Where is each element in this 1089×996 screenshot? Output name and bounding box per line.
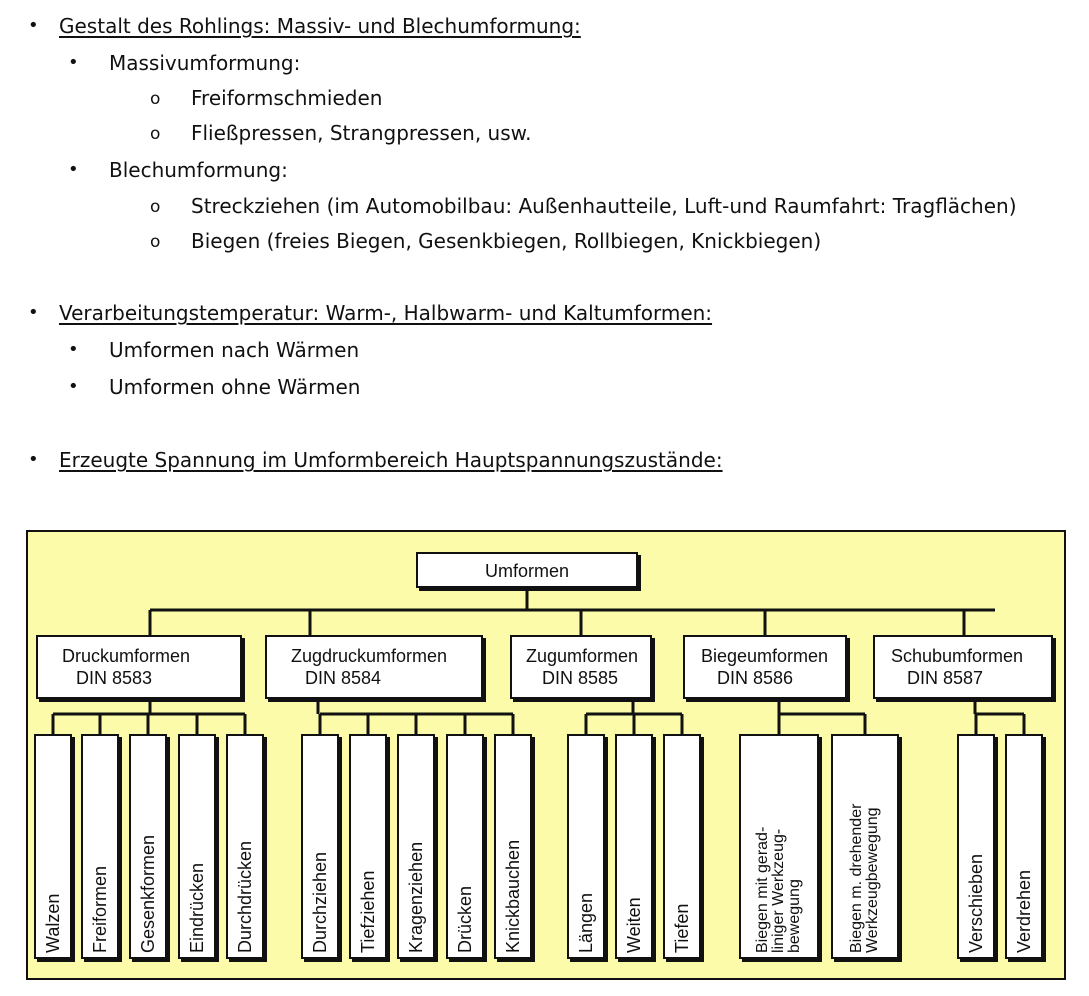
leaf-label: Eindrücken bbox=[187, 862, 207, 953]
group-din: DIN 8583 bbox=[76, 668, 153, 688]
leaf-box: Durchziehen bbox=[301, 734, 339, 959]
leaf-label: Biegen m. drehender Werkzeugbewegung bbox=[848, 803, 881, 953]
section-heading: Gestalt des Rohlings: Massiv- und Blechu… bbox=[59, 14, 581, 38]
leaf-box: Tiefen bbox=[663, 734, 701, 959]
leaf-label: Biegen mit gerad- liniger Werkzeug- bewe… bbox=[754, 826, 803, 953]
group-din: DIN 8587 bbox=[907, 668, 984, 688]
leaf-box: Eindrücken bbox=[178, 734, 216, 959]
bullet-dot: • bbox=[28, 302, 39, 323]
group-name: Schubumformen bbox=[891, 646, 1024, 666]
leaf-box: Verdrehen bbox=[1005, 734, 1043, 959]
bullet-circle: o bbox=[150, 89, 161, 109]
leaf-label: Drücken bbox=[455, 885, 475, 953]
bullet-dot: • bbox=[68, 52, 79, 73]
leaf-label: Weiten bbox=[624, 897, 644, 953]
leaf-label: Längen bbox=[576, 892, 596, 953]
list-item: Umformen ohne Wärmen bbox=[109, 375, 361, 399]
bullet-dot: • bbox=[28, 15, 39, 36]
leaf-label: Kragenziehen bbox=[406, 841, 426, 953]
leaf-box: Walzen bbox=[34, 734, 72, 959]
group-din: DIN 8584 bbox=[305, 668, 382, 688]
bullet-dot: • bbox=[68, 376, 79, 397]
root-label: Umformen bbox=[484, 561, 569, 581]
group-din: DIN 8586 bbox=[717, 668, 794, 688]
section-heading: Erzeugte Spannung im Umformbereich Haupt… bbox=[59, 448, 723, 472]
leaf-label: Durchdrücken bbox=[235, 840, 255, 953]
section-heading: Verarbeitungstemperatur: Warm-, Halbwarm… bbox=[59, 301, 713, 325]
bullet-dot: • bbox=[68, 159, 79, 180]
leaf-label: Freiformen bbox=[90, 865, 110, 953]
leaf-label: Verdrehen bbox=[1014, 869, 1034, 953]
leaf-box: Durchdrücken bbox=[226, 734, 264, 959]
list-item: Umformen nach Wärmen bbox=[109, 338, 360, 362]
group-name: Biegeumformen bbox=[701, 646, 829, 666]
leaf-box: Drücken bbox=[446, 734, 484, 959]
leaf-box: Gesenkformen bbox=[129, 734, 167, 959]
leaf-label: Tiefen bbox=[672, 903, 692, 953]
list-item: Massivumformung: bbox=[109, 51, 301, 75]
group-name: Zugdruckumformen bbox=[291, 646, 448, 666]
bullet-circle: o bbox=[150, 124, 161, 144]
bullet-dot: • bbox=[28, 449, 39, 470]
leaf-box: Verschieben bbox=[957, 734, 995, 959]
leaf-box: Biegen m. drehender Werkzeugbewegung bbox=[831, 734, 899, 959]
leaf-box: Weiten bbox=[615, 734, 653, 959]
leaf-label: Durchziehen bbox=[310, 851, 330, 953]
list-subitem: Fließpressen, Strangpressen, usw. bbox=[191, 121, 532, 145]
leaf-label: Gesenkformen bbox=[138, 834, 158, 953]
leaf-box: Längen bbox=[567, 734, 605, 959]
leaf-label: Walzen bbox=[43, 893, 63, 953]
root-box: Umformen bbox=[416, 552, 638, 588]
bullet-circle: o bbox=[150, 232, 161, 252]
bullet-dot: • bbox=[68, 339, 79, 360]
list-item: Blechumformung: bbox=[109, 158, 288, 182]
leaf-box: Biegen mit gerad- liniger Werkzeug- bewe… bbox=[739, 734, 819, 959]
list-subitem: Biegen (freies Biegen, Gesenkbiegen, Rol… bbox=[191, 229, 822, 253]
connector-lines bbox=[51, 588, 1026, 734]
group-din: DIN 8585 bbox=[542, 668, 619, 688]
leaf-box: Knickbauchen bbox=[494, 734, 532, 959]
leaf-box: Freiformen bbox=[81, 734, 119, 959]
leaf-label: Verschieben bbox=[966, 853, 986, 953]
leaf-box: Kragenziehen bbox=[397, 734, 435, 959]
bullet-circle: o bbox=[150, 197, 161, 217]
leaf-label: Tiefziehen bbox=[358, 870, 378, 953]
group-name: Zugumformen bbox=[526, 646, 639, 666]
leaf-label: Knickbauchen bbox=[503, 839, 523, 953]
list-subitem: Streckziehen (im Automobilbau: Außenhaut… bbox=[191, 194, 1017, 218]
list-subitem: Freiformschmieden bbox=[191, 86, 383, 110]
leaf-box: Tiefziehen bbox=[349, 734, 387, 959]
group-name: Druckumformen bbox=[62, 646, 191, 666]
